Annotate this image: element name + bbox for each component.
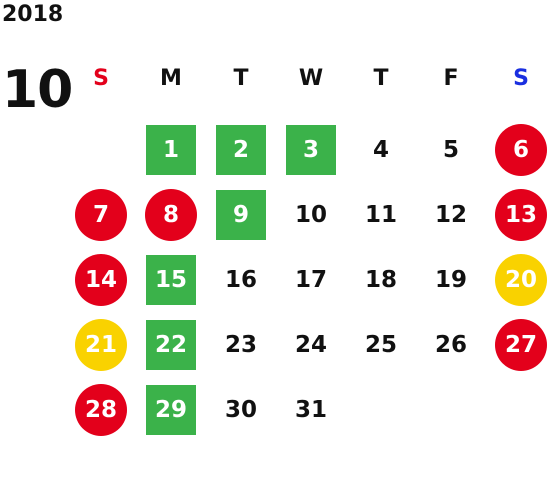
calendar-day-6[interactable]: 6 bbox=[495, 124, 547, 176]
calendar-day-14[interactable]: 14 bbox=[75, 254, 127, 306]
calendar-day-21[interactable]: 21 bbox=[75, 319, 127, 371]
weekday-header-mon: M bbox=[160, 66, 182, 91]
calendar-day-4[interactable]: 4 bbox=[372, 137, 389, 163]
calendar-day-31[interactable]: 31 bbox=[294, 397, 327, 423]
calendar-day-22[interactable]: 22 bbox=[146, 320, 196, 370]
calendar-day-18[interactable]: 18 bbox=[364, 267, 397, 293]
calendar-month: 10 bbox=[2, 60, 73, 120]
calendar-year: 2018 bbox=[2, 2, 64, 27]
weekday-header-wed: W bbox=[298, 66, 324, 91]
calendar-day-5[interactable]: 5 bbox=[442, 137, 459, 163]
calendar-day-7[interactable]: 7 bbox=[75, 189, 127, 241]
calendar-day-15[interactable]: 15 bbox=[146, 255, 196, 305]
weekday-header-sun: S bbox=[93, 66, 109, 91]
calendar-day-8[interactable]: 8 bbox=[145, 189, 197, 241]
calendar-day-25[interactable]: 25 bbox=[364, 332, 397, 358]
calendar-day-26[interactable]: 26 bbox=[434, 332, 467, 358]
calendar-day-30[interactable]: 30 bbox=[224, 397, 257, 423]
weekday-header-fri: F bbox=[443, 66, 459, 91]
calendar-day-12[interactable]: 12 bbox=[434, 202, 467, 228]
weekday-header-thu: T bbox=[373, 66, 389, 91]
weekday-header-sat: S bbox=[513, 66, 529, 91]
calendar-day-3[interactable]: 3 bbox=[286, 125, 336, 175]
calendar-day-29[interactable]: 29 bbox=[146, 385, 196, 435]
calendar-day-16[interactable]: 16 bbox=[224, 267, 257, 293]
calendar-day-20[interactable]: 20 bbox=[495, 254, 547, 306]
calendar-day-23[interactable]: 23 bbox=[224, 332, 257, 358]
calendar-day-24[interactable]: 24 bbox=[294, 332, 327, 358]
calendar-day-9[interactable]: 9 bbox=[216, 190, 266, 240]
calendar-day-13[interactable]: 13 bbox=[495, 189, 547, 241]
calendar-day-28[interactable]: 28 bbox=[75, 384, 127, 436]
weekday-header-tue: T bbox=[233, 66, 249, 91]
calendar-day-2[interactable]: 2 bbox=[216, 125, 266, 175]
calendar-day-27[interactable]: 27 bbox=[495, 319, 547, 371]
calendar-day-10[interactable]: 10 bbox=[294, 202, 327, 228]
calendar-day-11[interactable]: 11 bbox=[364, 202, 397, 228]
calendar-day-19[interactable]: 19 bbox=[434, 267, 467, 293]
calendar-day-1[interactable]: 1 bbox=[146, 125, 196, 175]
calendar-day-17[interactable]: 17 bbox=[294, 267, 327, 293]
